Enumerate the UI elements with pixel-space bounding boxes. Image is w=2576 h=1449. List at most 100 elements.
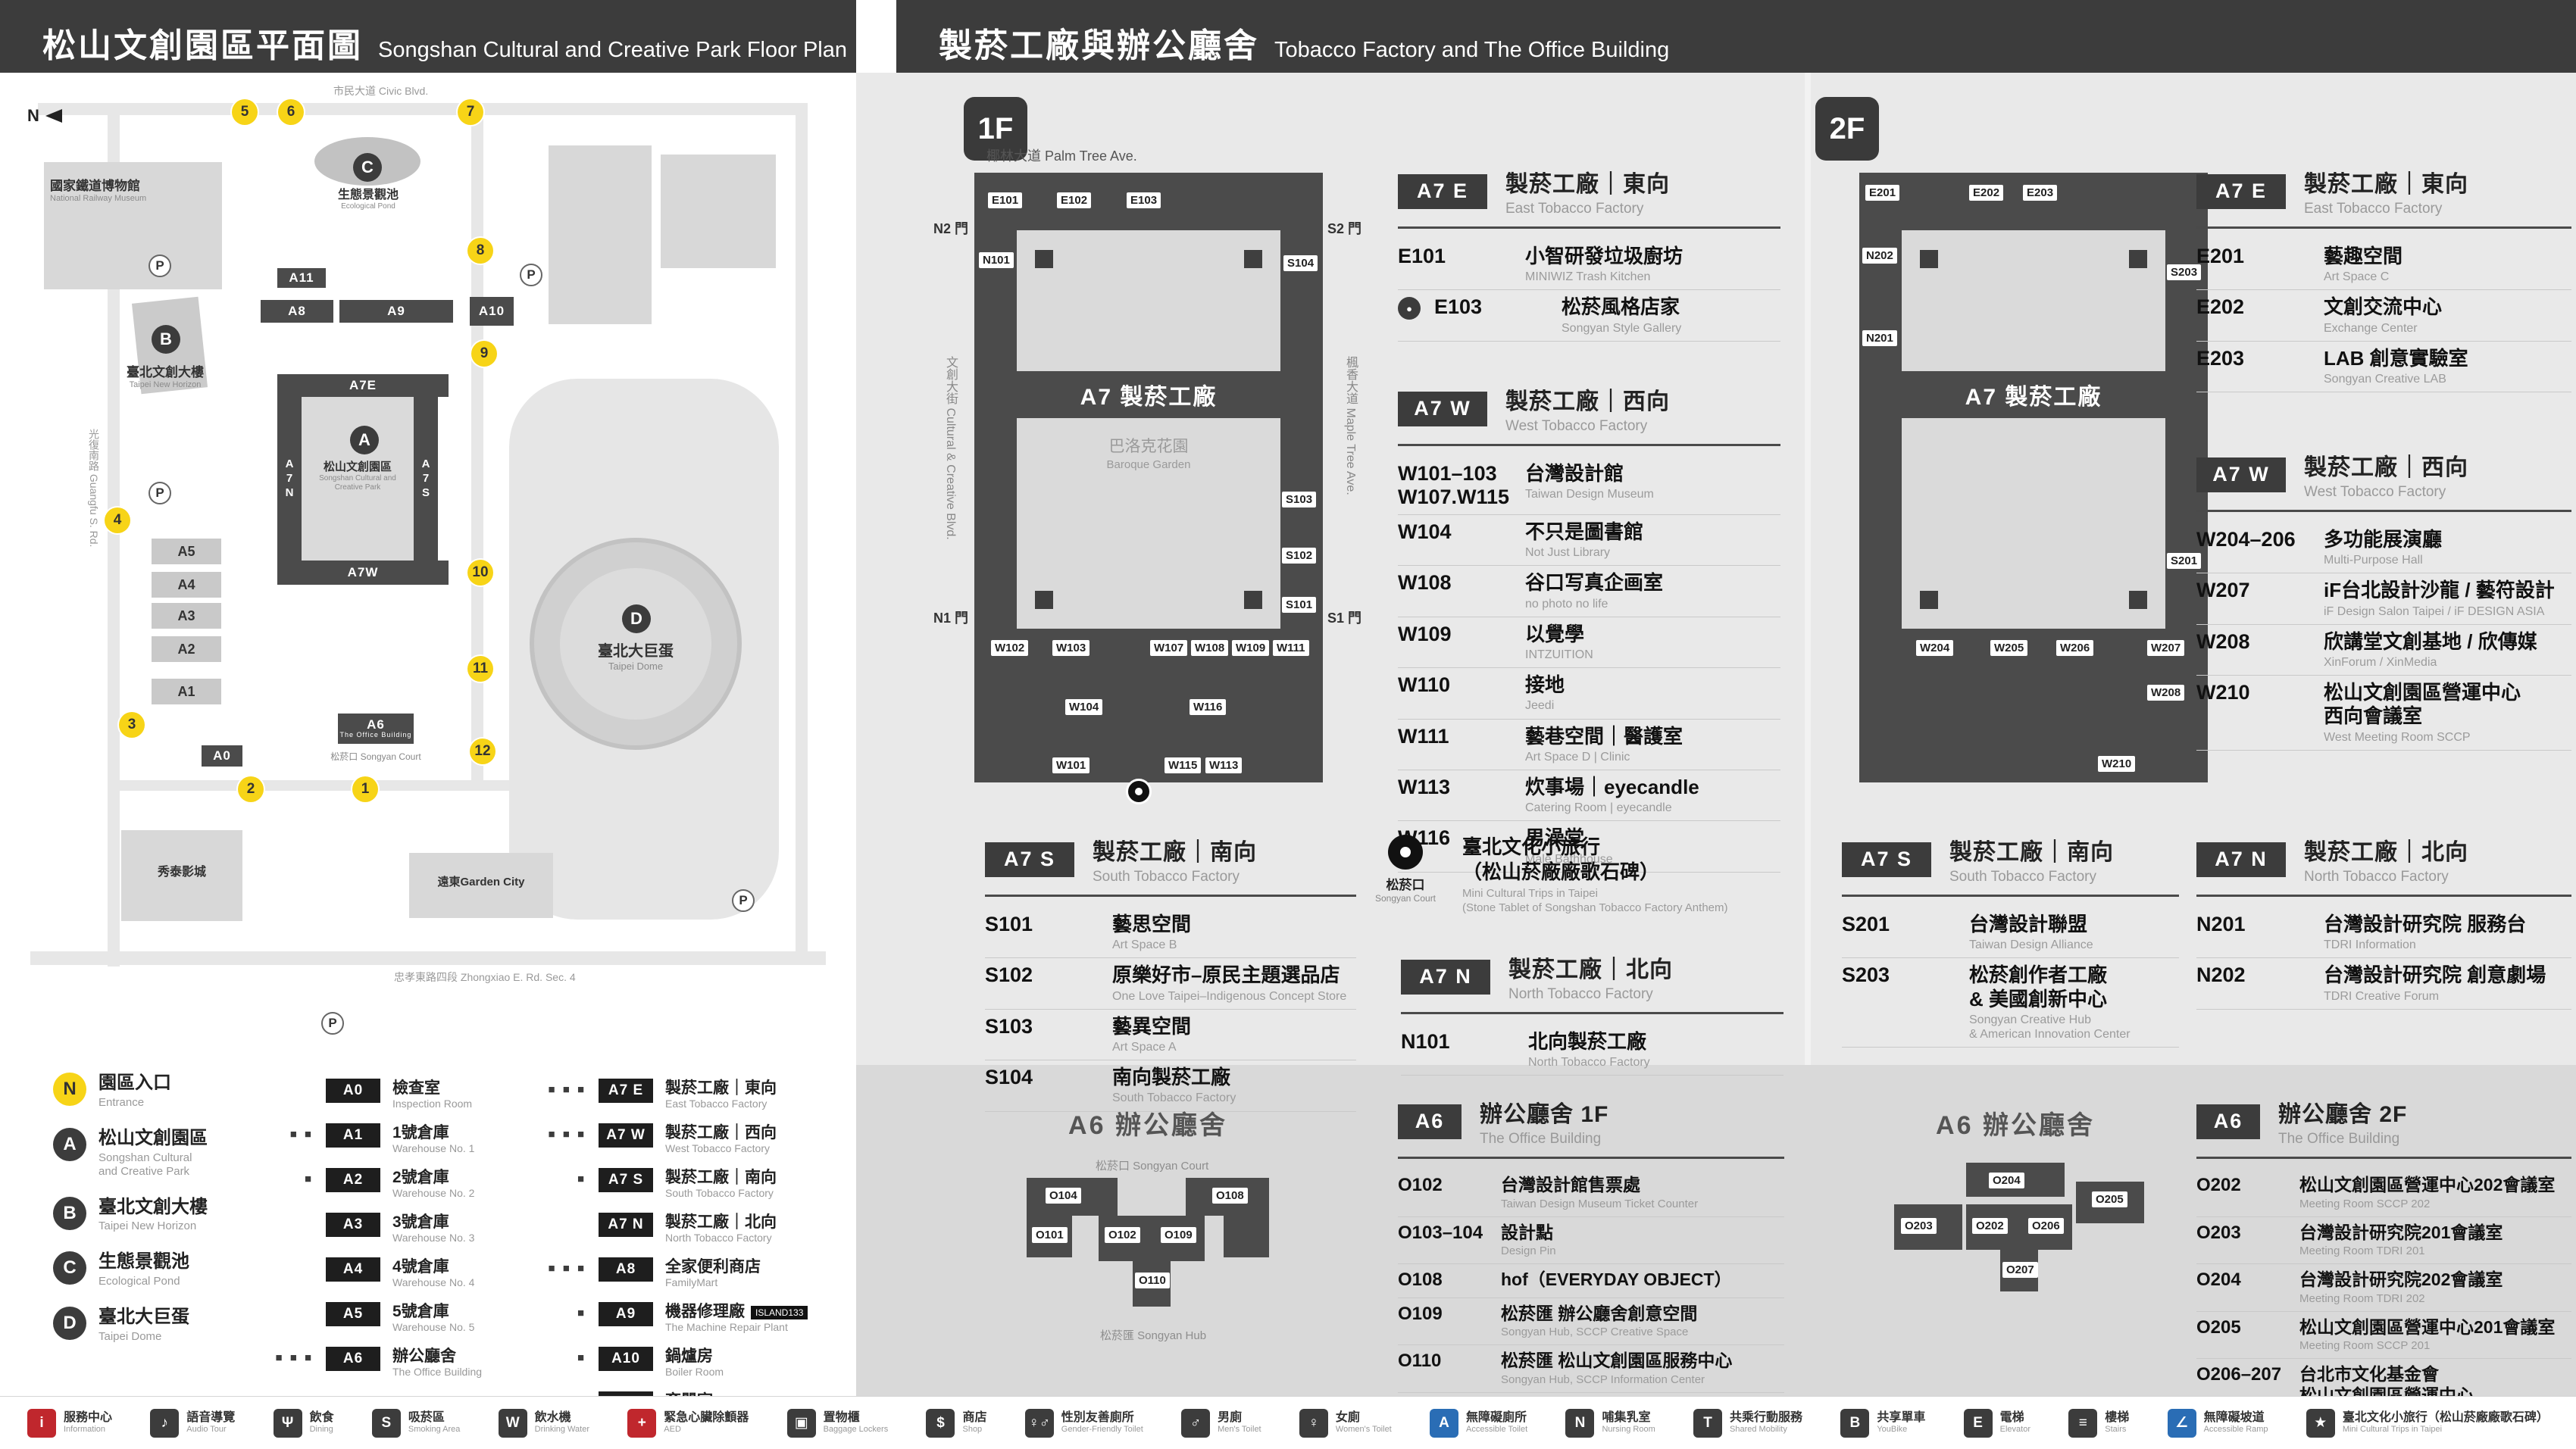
entrance-2: 2 (238, 776, 264, 802)
entrance-9: 9 (471, 341, 497, 367)
legend-building-zh: 機器修理廠 (665, 1302, 745, 1320)
room-names: 台灣設計聯盟 Taiwan Design Alliance (1969, 913, 2093, 952)
room-chip: W108 (1191, 640, 1229, 656)
room-row: S101 藝思空間 Art Space B (985, 907, 1356, 959)
legend-building-badge: A3 (326, 1212, 380, 1237)
room-chip: S101 (1282, 597, 1317, 613)
room-name-zh: 北向製菸工廠 (1528, 1030, 1647, 1053)
block-a6: A6 The Office Building (338, 714, 414, 744)
room-list: O202 松山文創園區營運中心202會議室 Meeting Room SCCP … (2196, 1170, 2571, 1441)
legend-building-badge: A10 (599, 1346, 653, 1371)
room-chip: W207 (2147, 640, 2185, 656)
room-name-en: South Tobacco Factory (1112, 1091, 1236, 1105)
room-name-en: Songyan Creative Hub & American Innovati… (1969, 1013, 2131, 1041)
legend-place-en: Entrance (98, 1095, 145, 1109)
facility-label-en: Shop (962, 1425, 983, 1435)
facility-icon: ★ (2306, 1408, 2335, 1438)
room-names: 松菸創作者工廠 & 美國創新中心 Songyan Creative Hub & … (1969, 963, 2131, 1041)
room-row: W108 谷口写真企画室 no photo no life (1398, 566, 1780, 617)
room-name-zh: 炊事場｜eyecandle (1525, 775, 1699, 798)
facility-label-en: Information (64, 1425, 106, 1435)
room-names: 藝思空間 Art Space B (1112, 913, 1191, 952)
entrance-1: 1 (352, 776, 378, 802)
room-names: 南向製菸工廠 South Tobacco Factory (1112, 1066, 1236, 1105)
section-header: A6 辦公廳舍 2F The Office Building (2196, 1095, 2571, 1159)
legend-building-badge: A0 (326, 1079, 380, 1103)
room-code: S203 (1842, 963, 1890, 987)
songyan-court-icon-dot (1400, 847, 1411, 857)
room-chip: O206 (2028, 1218, 2064, 1234)
facility-label-zh: 共享單車 (1877, 1410, 1926, 1424)
room-name-en: no photo no life (1525, 597, 1608, 611)
a6-2f-plan-title: A6 辦公廳舍 (1936, 1111, 2095, 1140)
room-chip: W104 (1065, 699, 1103, 715)
room-names: 藝異空間 Art Space A (1112, 1015, 1191, 1054)
room-name-zh: 藝趣空間 (2324, 245, 2403, 267)
facility-label-zh: 吸菸區 (408, 1410, 445, 1424)
room-name-zh: 松菸匯 松山文創園區服務中心 (1501, 1351, 1733, 1371)
facility-icon-cluster: ■ ■ ■ (548, 1127, 586, 1141)
plan1f-gate-s2: S2 門 (1327, 221, 1362, 236)
map-court-label-text: 松菸口 Songyan Court (330, 751, 421, 762)
facility-label-zh: 電梯 (1999, 1410, 2024, 1424)
plan1f-courtyard (1017, 230, 1280, 629)
room-row: E203 LAB 創意實驗室 Songyan Creative LAB (2196, 342, 2571, 393)
room-code: S102 (985, 963, 1033, 987)
facility-item: ▣ 置物櫃 Baggage Lockers (786, 1408, 888, 1438)
room-chip: O207 (2002, 1262, 2038, 1278)
legend-place-en: Ecological Pond (98, 1275, 180, 1288)
listing-a7e-1f: A7 E 製菸工廠｜東向 East Tobacco Factory E101 小… (1398, 165, 1780, 342)
legend-building-badge: A8 (599, 1257, 653, 1282)
plan1f-garden-label: 巴洛克花園 Baroque Garden (1017, 436, 1280, 473)
room-name-zh: 松菸匯 辦公廳舍創意空間 (1501, 1303, 1698, 1323)
room-names: 谷口写真企画室 no photo no life (1525, 571, 1663, 611)
facility-icon-cluster: ■ ■ (289, 1127, 314, 1141)
room-row: N101 北向製菸工廠 North Tobacco Factory (1401, 1025, 1784, 1076)
room-code: O108 (1398, 1269, 1443, 1291)
section-title: 製菸工廠｜北向 North Tobacco Factory (1508, 951, 1673, 1003)
songyan-court-iconwrap: 松菸口 Songyan Court (1364, 835, 1447, 904)
plan1f-garden-zh: 巴洛克花園 (1108, 438, 1189, 455)
marker-c: C (353, 153, 382, 182)
room-code: O206–207 (2196, 1364, 2282, 1385)
room-code: W104 (1398, 520, 1452, 544)
legend-building-row: A3 3號倉庫 Warehouse No. 3 (250, 1212, 515, 1244)
facility-icon: A (1430, 1408, 1459, 1438)
pond-label-zh: 生態景觀池 (337, 189, 399, 201)
room-code: O202 (2196, 1175, 2241, 1195)
section-title-en: West Tobacco Factory (1505, 418, 1648, 434)
room-chip: E103 (1127, 192, 1161, 208)
room-chip: O104 (1046, 1188, 1081, 1204)
room-name-en: Not Just Library (1525, 546, 1611, 560)
room-name-en: Taiwan Design Alliance (1969, 938, 2093, 952)
north-arrow-icon (45, 109, 62, 123)
facility-icon: ♪ (150, 1408, 180, 1438)
facility-icon: E (1963, 1408, 1993, 1438)
block-a8: A8 (261, 300, 333, 323)
room-chip: W107 (1150, 640, 1188, 656)
block-a10: A10 (470, 297, 514, 326)
facility-item: + 緊急心臟除顫器 AED (627, 1408, 749, 1438)
road-far-east (796, 103, 808, 965)
room-code: O203 (2196, 1222, 2241, 1243)
section-badge: A7 S (1842, 842, 1931, 877)
legend-building-text: 辦公廳舍 The Office Building (392, 1347, 482, 1379)
facility-label-en: Elevator (1999, 1425, 2030, 1435)
legend-building-badge: A7 W (599, 1123, 653, 1148)
facility-label-en: Mini Cultural Trips in Taipei (2342, 1425, 2443, 1435)
room-chip: W101 (1052, 757, 1090, 773)
section-title-en: East Tobacco Factory (1505, 201, 1644, 217)
legend-building-badge: A6 (326, 1346, 380, 1371)
facility-label: 男廁 Men's Toilet (1218, 1411, 1261, 1435)
room-names: 欣講堂文創基地 / 欣傳媒 XinForum / XinMedia (2324, 630, 2537, 670)
section-badge: A7 E (2196, 173, 2286, 209)
room-name-zh: 松菸創作者工廠 & 美國創新中心 (1969, 963, 2108, 1010)
room-row: E202 文創交流中心 Exchange Center (2196, 290, 2571, 342)
facility-label: 吸菸區 Smoking Area (408, 1411, 460, 1435)
room-names: 男澡堂 Male Bathhouse (1525, 826, 1613, 866)
warehouse-a1: A1 (152, 679, 221, 704)
room-code: S101 (985, 913, 1033, 935)
room-name-en: North Tobacco Factory (1528, 1056, 1650, 1070)
map-legend: N 園區入口 Entrance A 松山文創園區 Songshan Cultur… (0, 1065, 856, 1422)
facility-icon: S (371, 1408, 401, 1438)
